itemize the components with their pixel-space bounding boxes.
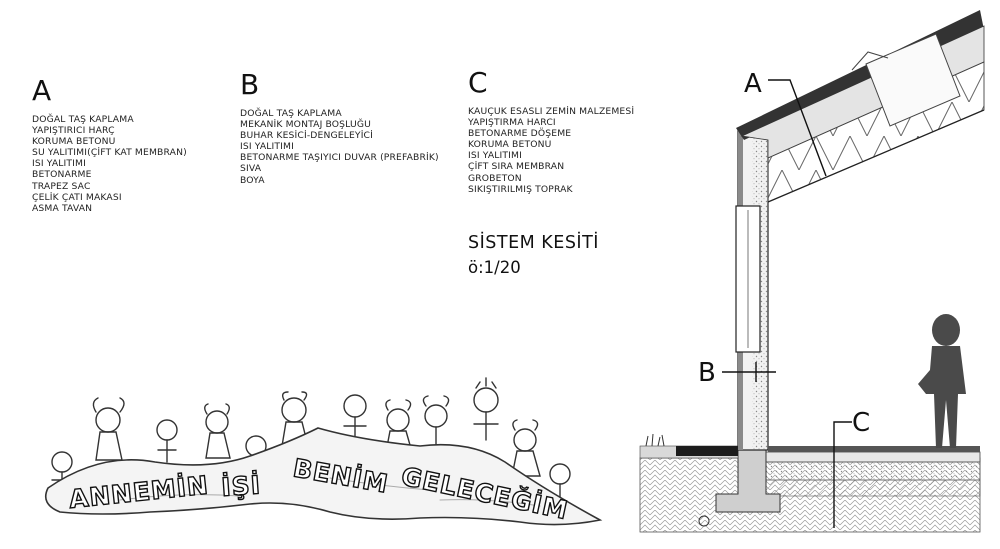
list-item: BUHAR KESİCİ-DENGELEYİCİ [240,130,373,142]
list-item: ISI YALITIMI [468,150,522,162]
person-silhouette [918,314,966,448]
child-figure [473,377,499,441]
system-section-scale: ö:1/20 [468,258,521,277]
list-item: YAPIŞTIRMA HARCI [468,117,556,129]
list-item: ISI YALITIMI [240,141,294,153]
list-item: ASMA TAVAN [32,202,93,214]
list-item: SIKIŞTIRILMIŞ TOPRAK [468,183,573,195]
list-item: YAPIŞTIRICI HARÇ [32,125,115,137]
child-figure [204,403,231,459]
list-item: ISI YALITIMI [32,158,86,170]
list-item: KORUMA BETONU [32,136,116,148]
list-item: DOĞAL TAŞ KAPLAMA [240,108,342,119]
list-item: SIVA [240,163,262,175]
section-label-a: A [744,69,762,99]
column-a-letter: A [32,74,52,107]
banner-cloth [44,427,603,526]
child-figure [156,419,178,463]
list-item: BETONARME [32,169,92,181]
column-c-list: KAUÇUK ESASLI ZEMİN MALZEMESİ YAPIŞTIRMA… [468,106,634,195]
list-item: KORUMA BETONU [468,139,552,151]
section-label-b: B [698,358,716,388]
list-item: SU YALITIMI(ÇİFT KAT MEMBRAN) [32,147,187,159]
list-item: ÇELİK ÇATI MAKASI [32,191,122,203]
column-a-list: DOĞAL TAŞ KAPLAMA YAPIŞTIRICI HARÇ KORUM… [32,114,187,214]
child-figure [343,394,367,439]
list-item: TRAPEZ SAC [32,180,91,192]
section-label-c: C [852,408,870,438]
list-item: BETONARME TAŞIYICI DUVAR (PREFABRİK) [240,152,439,164]
list-item: GROBETON [468,172,522,184]
child-figure [92,397,125,461]
list-item: BETONARME DÖŞEME [468,128,572,140]
architectural-section [639,10,985,533]
column-b-letter: B [240,68,260,101]
list-item: MEKANİK MONTAJ BOŞLUĞU [240,119,371,131]
list-item: ÇİFT SIRA MEMBRAN [468,161,565,173]
list-item: BOYA [240,174,265,186]
child-figure [422,395,450,449]
banner-word: İŞİ [220,469,262,502]
column-c-letter: C [468,66,488,99]
children-banner-sketch [44,377,603,526]
list-item: KAUÇUK ESASLI ZEMİN MALZEMESİ [468,106,635,117]
column-b-list: DOĞAL TAŞ KAPLAMA MEKANİK MONTAJ BOŞLUĞU… [240,108,439,186]
list-item: DOĞAL TAŞ KAPLAMA [32,114,134,125]
system-section-title: SİSTEM KESİTİ [468,233,599,253]
child-figure [511,419,541,477]
